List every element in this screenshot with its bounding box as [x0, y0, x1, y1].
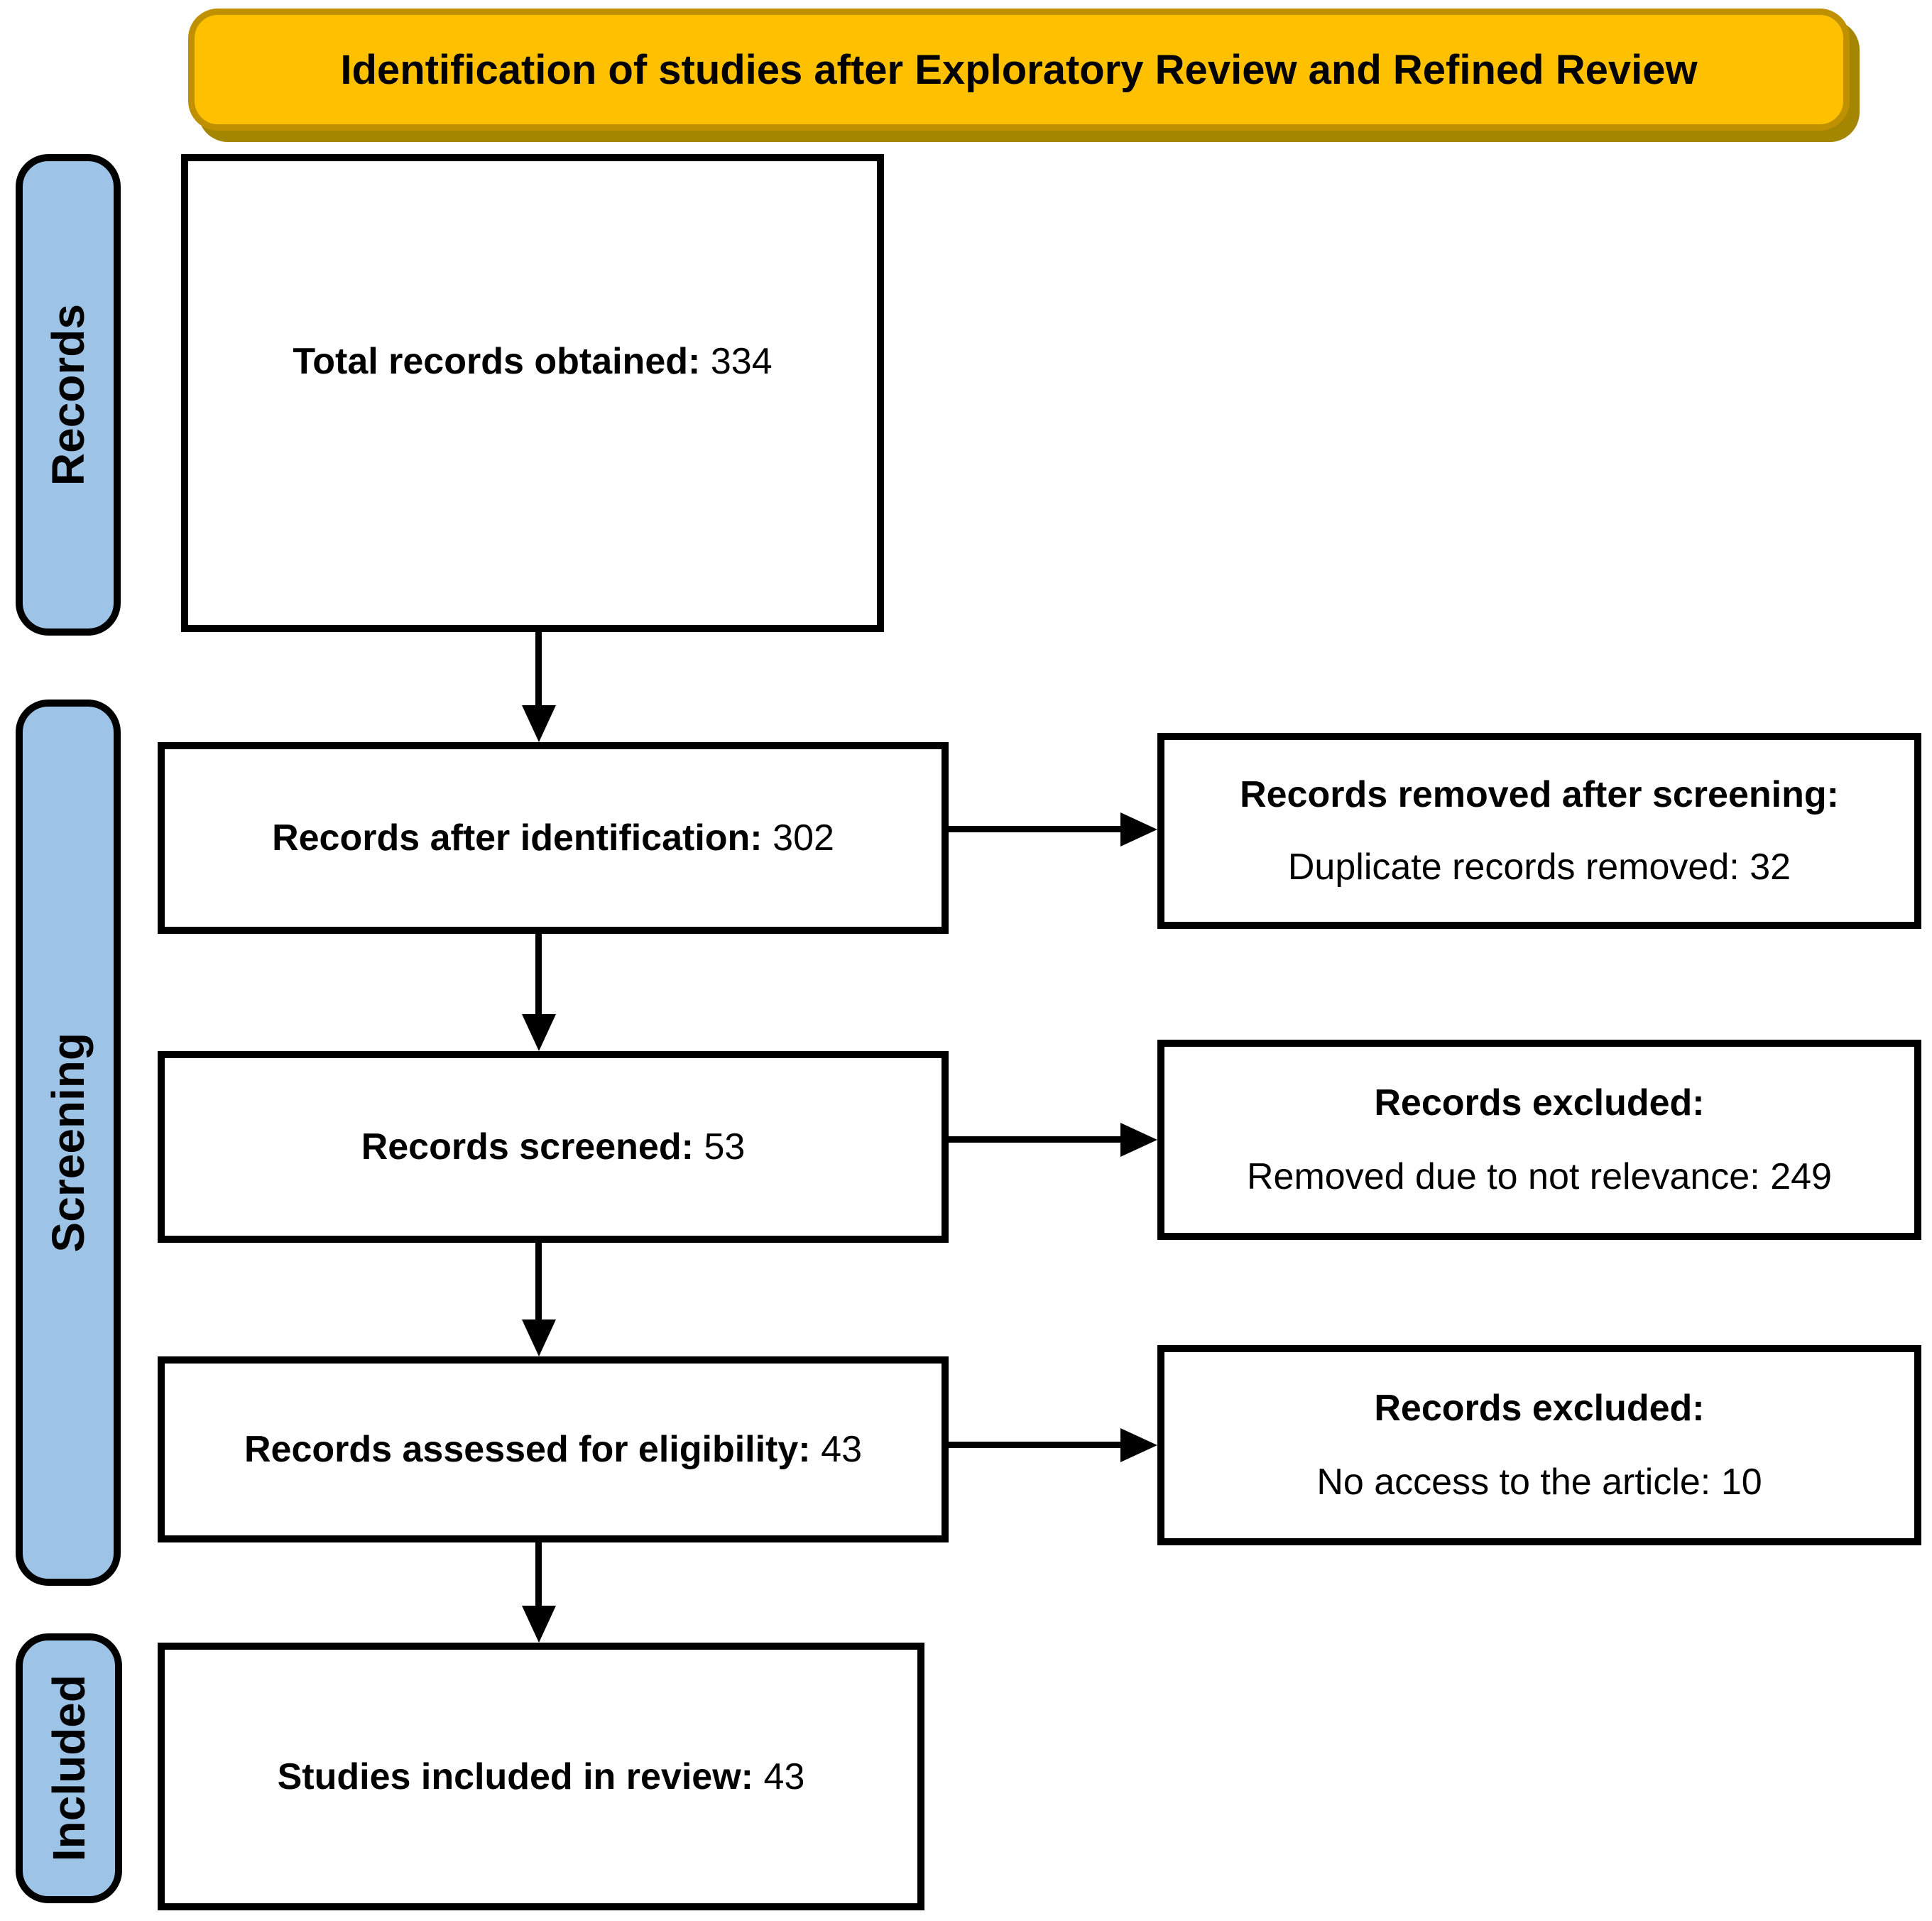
arrow-down-3-icon: [521, 1243, 556, 1356]
arrow-down-2-icon: [521, 934, 556, 1051]
diagram-title: Identification of studies after Explorat…: [340, 46, 1698, 93]
flow-box-included-in-review: Studies included in review:43: [158, 1643, 924, 1910]
exclusion-detail-value: 32: [1750, 846, 1791, 888]
arrow-head: [521, 705, 556, 742]
arrow-down-1-icon: [521, 632, 556, 742]
arrow-head: [521, 1606, 556, 1643]
exclusion-box-removed-after-screening: Records removed after screening: Duplica…: [1157, 733, 1921, 929]
stage-pill-included: Included: [16, 1633, 122, 1903]
arrow-down-4-icon: [521, 1542, 556, 1643]
flow-box-screened: Records screened:53: [158, 1051, 949, 1243]
arrow-right-1-icon: [949, 812, 1157, 847]
title-banner: Identification of studies after Explorat…: [188, 9, 1850, 131]
arrow-head: [1120, 812, 1157, 847]
exclusion-box-no-access: Records excluded: No access to the artic…: [1157, 1345, 1921, 1545]
flow-box-text: Records after identification:302: [272, 817, 834, 859]
flow-box-value: 43: [821, 1429, 862, 1470]
arrow-head: [521, 1319, 556, 1356]
arrow-right-2-icon: [949, 1122, 1157, 1157]
stage-label-screening: Screening: [43, 1033, 94, 1253]
arrow-right-3-icon: [949, 1427, 1157, 1462]
flow-box-text: Records screened:53: [361, 1126, 746, 1168]
exclusion-detail-label: Duplicate records removed:: [1287, 846, 1740, 888]
flow-box-value: 302: [773, 817, 834, 859]
flow-box-value: 53: [704, 1126, 746, 1168]
stage-label-records: Records: [43, 303, 94, 486]
flow-box-after-identification: Records after identification:302: [158, 742, 949, 934]
stage-pill-records: Records: [16, 154, 121, 636]
exclusion-detail-label: No access to the article:: [1316, 1461, 1711, 1503]
exclusion-detail: Duplicate records removed:32: [1288, 846, 1791, 888]
flow-box-text: Total records obtained:334: [293, 340, 772, 383]
flow-box-total-records: Total records obtained:334: [181, 154, 884, 632]
flow-box-assessed-eligibility: Records assessed for eligibility:43: [158, 1356, 949, 1542]
arrow-head: [521, 1014, 556, 1051]
exclusion-box-not-relevant: Records excluded: Removed due to not rel…: [1157, 1040, 1921, 1240]
arrow-head: [1120, 1427, 1157, 1462]
stage-label-included: Included: [43, 1675, 94, 1862]
flow-box-text: Records assessed for eligibility:43: [244, 1428, 862, 1471]
flow-box-label: Records after identification:: [272, 817, 763, 859]
flow-box-label: Total records obtained:: [293, 340, 701, 382]
stage-pill-screening: Screening: [16, 700, 121, 1586]
exclusion-detail-value: 10: [1720, 1461, 1762, 1503]
exclusion-detail-value: 249: [1770, 1155, 1832, 1197]
flow-box-label: Records assessed for eligibility:: [244, 1429, 811, 1470]
flow-box-text: Studies included in review:43: [278, 1756, 805, 1798]
exclusion-header: Records removed after screening:: [1240, 774, 1839, 816]
flow-box-label: Studies included in review:: [277, 1756, 753, 1797]
exclusion-detail: No access to the article:10: [1316, 1461, 1762, 1503]
flow-box-label: Records screened:: [361, 1126, 694, 1168]
exclusion-header: Records excluded:: [1374, 1082, 1705, 1124]
exclusion-detail-label: Removed due to not relevance:: [1247, 1155, 1760, 1197]
flow-box-value: 43: [763, 1756, 805, 1797]
exclusion-detail: Removed due to not relevance:249: [1247, 1155, 1832, 1198]
exclusion-header: Records excluded:: [1374, 1388, 1705, 1430]
arrow-head: [1120, 1122, 1157, 1157]
flow-box-value: 334: [710, 340, 773, 382]
